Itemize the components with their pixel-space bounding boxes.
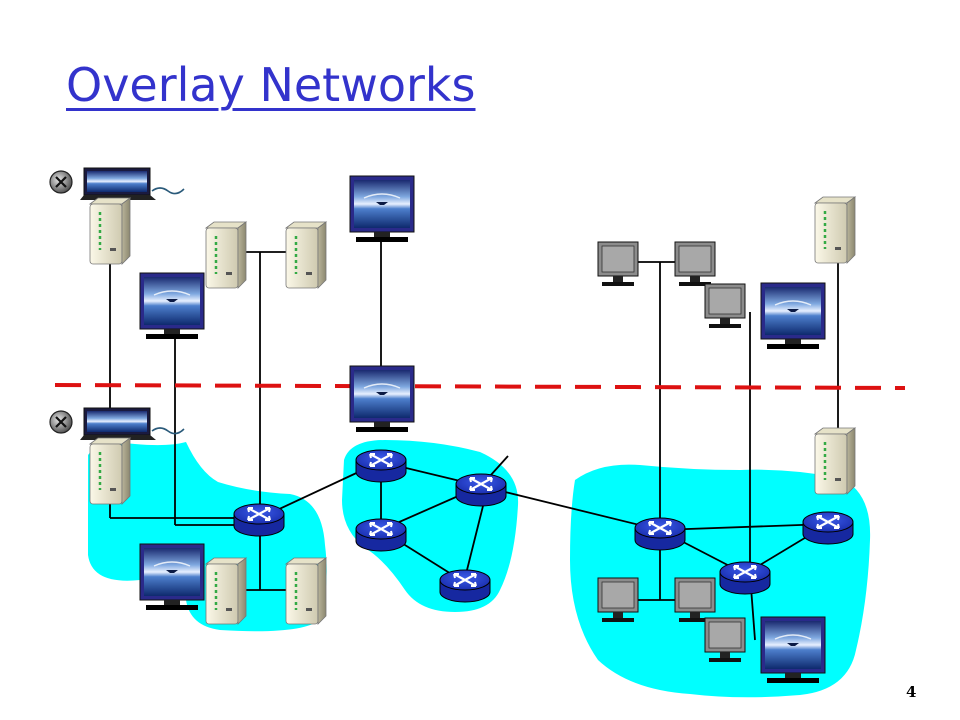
workstation-monitor-icon	[760, 282, 826, 350]
router-icon	[354, 448, 408, 484]
router-icon	[718, 560, 772, 596]
left-network-cloud	[88, 442, 327, 632]
gray-pc-icon	[704, 283, 746, 329]
workstation-monitor-icon	[760, 616, 826, 684]
router-icon	[438, 568, 492, 604]
tower-server-icon	[284, 556, 328, 626]
router-icon	[232, 502, 286, 538]
tower-server-icon	[813, 195, 857, 265]
tower-server-icon	[813, 426, 857, 496]
workstation-monitor-icon	[139, 543, 205, 611]
router-icon	[354, 517, 408, 553]
page-title: Overlay Networks	[66, 58, 476, 112]
laptop-icon	[79, 167, 185, 201]
laptop-icon	[79, 407, 185, 441]
tower-server-icon	[88, 436, 132, 506]
gray-pc-icon	[674, 241, 716, 287]
gray-pc-icon	[597, 241, 639, 287]
telephone-icon	[48, 169, 74, 195]
router-icon	[801, 510, 855, 546]
router-icon	[633, 516, 687, 552]
router-icon	[454, 472, 508, 508]
telephone-icon	[48, 409, 74, 435]
workstation-monitor-icon	[349, 365, 415, 433]
tower-server-icon	[204, 220, 248, 290]
tower-server-icon	[284, 220, 328, 290]
tower-server-icon	[88, 196, 132, 266]
page-number: 4	[906, 683, 917, 701]
tower-server-icon	[204, 556, 248, 626]
workstation-monitor-icon	[349, 175, 415, 243]
overlay-boundary-line	[54, 383, 906, 390]
workstation-monitor-icon	[139, 272, 205, 340]
